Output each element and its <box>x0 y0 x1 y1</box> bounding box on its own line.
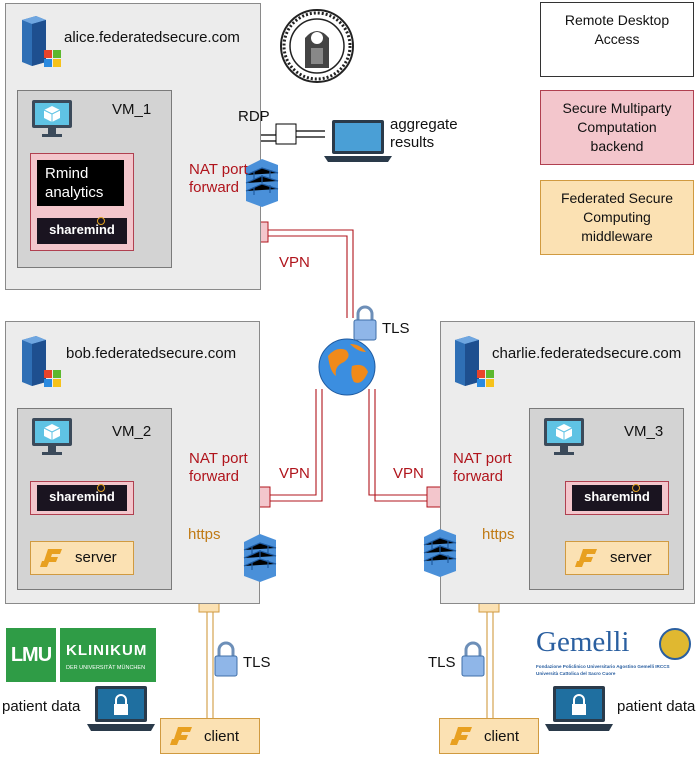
lock-icon <box>214 641 238 677</box>
bob-hostname: bob.federatedsecure.com <box>66 345 237 362</box>
patient-data-label-charlie: patient data <box>617 698 696 715</box>
lock-icon <box>353 305 377 341</box>
gemelli-logo: Gemelli Fondazione Policlinico Universit… <box>536 626 696 686</box>
legend-remote-desktop: Remote Desktop Access <box>540 2 694 77</box>
nat-label-bob: NAT port forward <box>189 450 248 485</box>
rdp-label: RDP <box>238 108 270 125</box>
fsc-logo-icon <box>575 549 597 567</box>
legend-fsc: Federated Secure Computing middleware <box>540 180 694 255</box>
vm1-label: VM_1 <box>112 101 152 118</box>
lmu-logo: LMU <box>6 628 56 682</box>
vpn-label-charlie: VPN <box>393 465 424 482</box>
bob-sharemind: sharemind <box>37 484 127 511</box>
rmind-analytics: Rmind analytics <box>37 160 124 206</box>
firewall-icon <box>243 534 277 582</box>
vpn-label-alice: VPN <box>279 254 310 271</box>
vm3-label: VM_3 <box>624 423 664 440</box>
alice-sharemind: sharemind <box>37 217 127 244</box>
laptop-icon <box>324 120 392 162</box>
vpn-label-bob: VPN <box>279 465 310 482</box>
https-label-charlie: https <box>482 526 515 543</box>
alice-hostname: alice.federatedsecure.com <box>64 29 240 46</box>
monitor-icon <box>32 100 72 137</box>
vm2-label: VM_2 <box>112 423 152 440</box>
tls-label-bob: TLS <box>243 654 271 671</box>
aggregate-results-label: aggregate results <box>390 116 458 151</box>
patient-data-label-bob: patient data <box>2 698 81 715</box>
bob-client-label: client <box>204 728 240 745</box>
server-tower-icon <box>22 16 61 67</box>
server-tower-icon <box>455 336 494 387</box>
legend-mpc: Secure Multiparty Computation backend <box>540 90 694 165</box>
nat-label-charlie: NAT port forward <box>453 450 512 485</box>
fsc-logo-icon <box>450 727 472 745</box>
monitor-icon <box>32 418 72 455</box>
charlie-hostname: charlie.federatedsecure.com <box>492 345 682 362</box>
monitor-icon <box>544 418 584 455</box>
laptop-icon <box>545 686 613 731</box>
nat-label-alice: NAT port forward <box>189 161 248 196</box>
charlie-client-label: client <box>484 728 520 745</box>
charlie-server-label: server <box>610 549 652 566</box>
bob-server-label: server <box>75 549 117 566</box>
charlie-sharemind: sharemind <box>572 484 662 511</box>
globe-icon <box>318 338 376 396</box>
server-tower-icon <box>22 336 61 387</box>
fsc-logo-icon <box>40 549 62 567</box>
firewall-icon <box>245 159 279 207</box>
tls-label-charlie: TLS <box>428 654 456 671</box>
firewall-icon <box>423 529 457 577</box>
tls-label-center: TLS <box>382 320 410 337</box>
laptop-icon <box>87 686 155 731</box>
fsc-logo-icon <box>170 727 192 745</box>
klinikum-logo: KLINIKUM DER UNIVERSITÄT MÜNCHEN <box>60 628 156 682</box>
lock-icon <box>461 641 485 677</box>
seal-icon <box>280 9 354 83</box>
https-label-bob: https <box>188 526 221 543</box>
